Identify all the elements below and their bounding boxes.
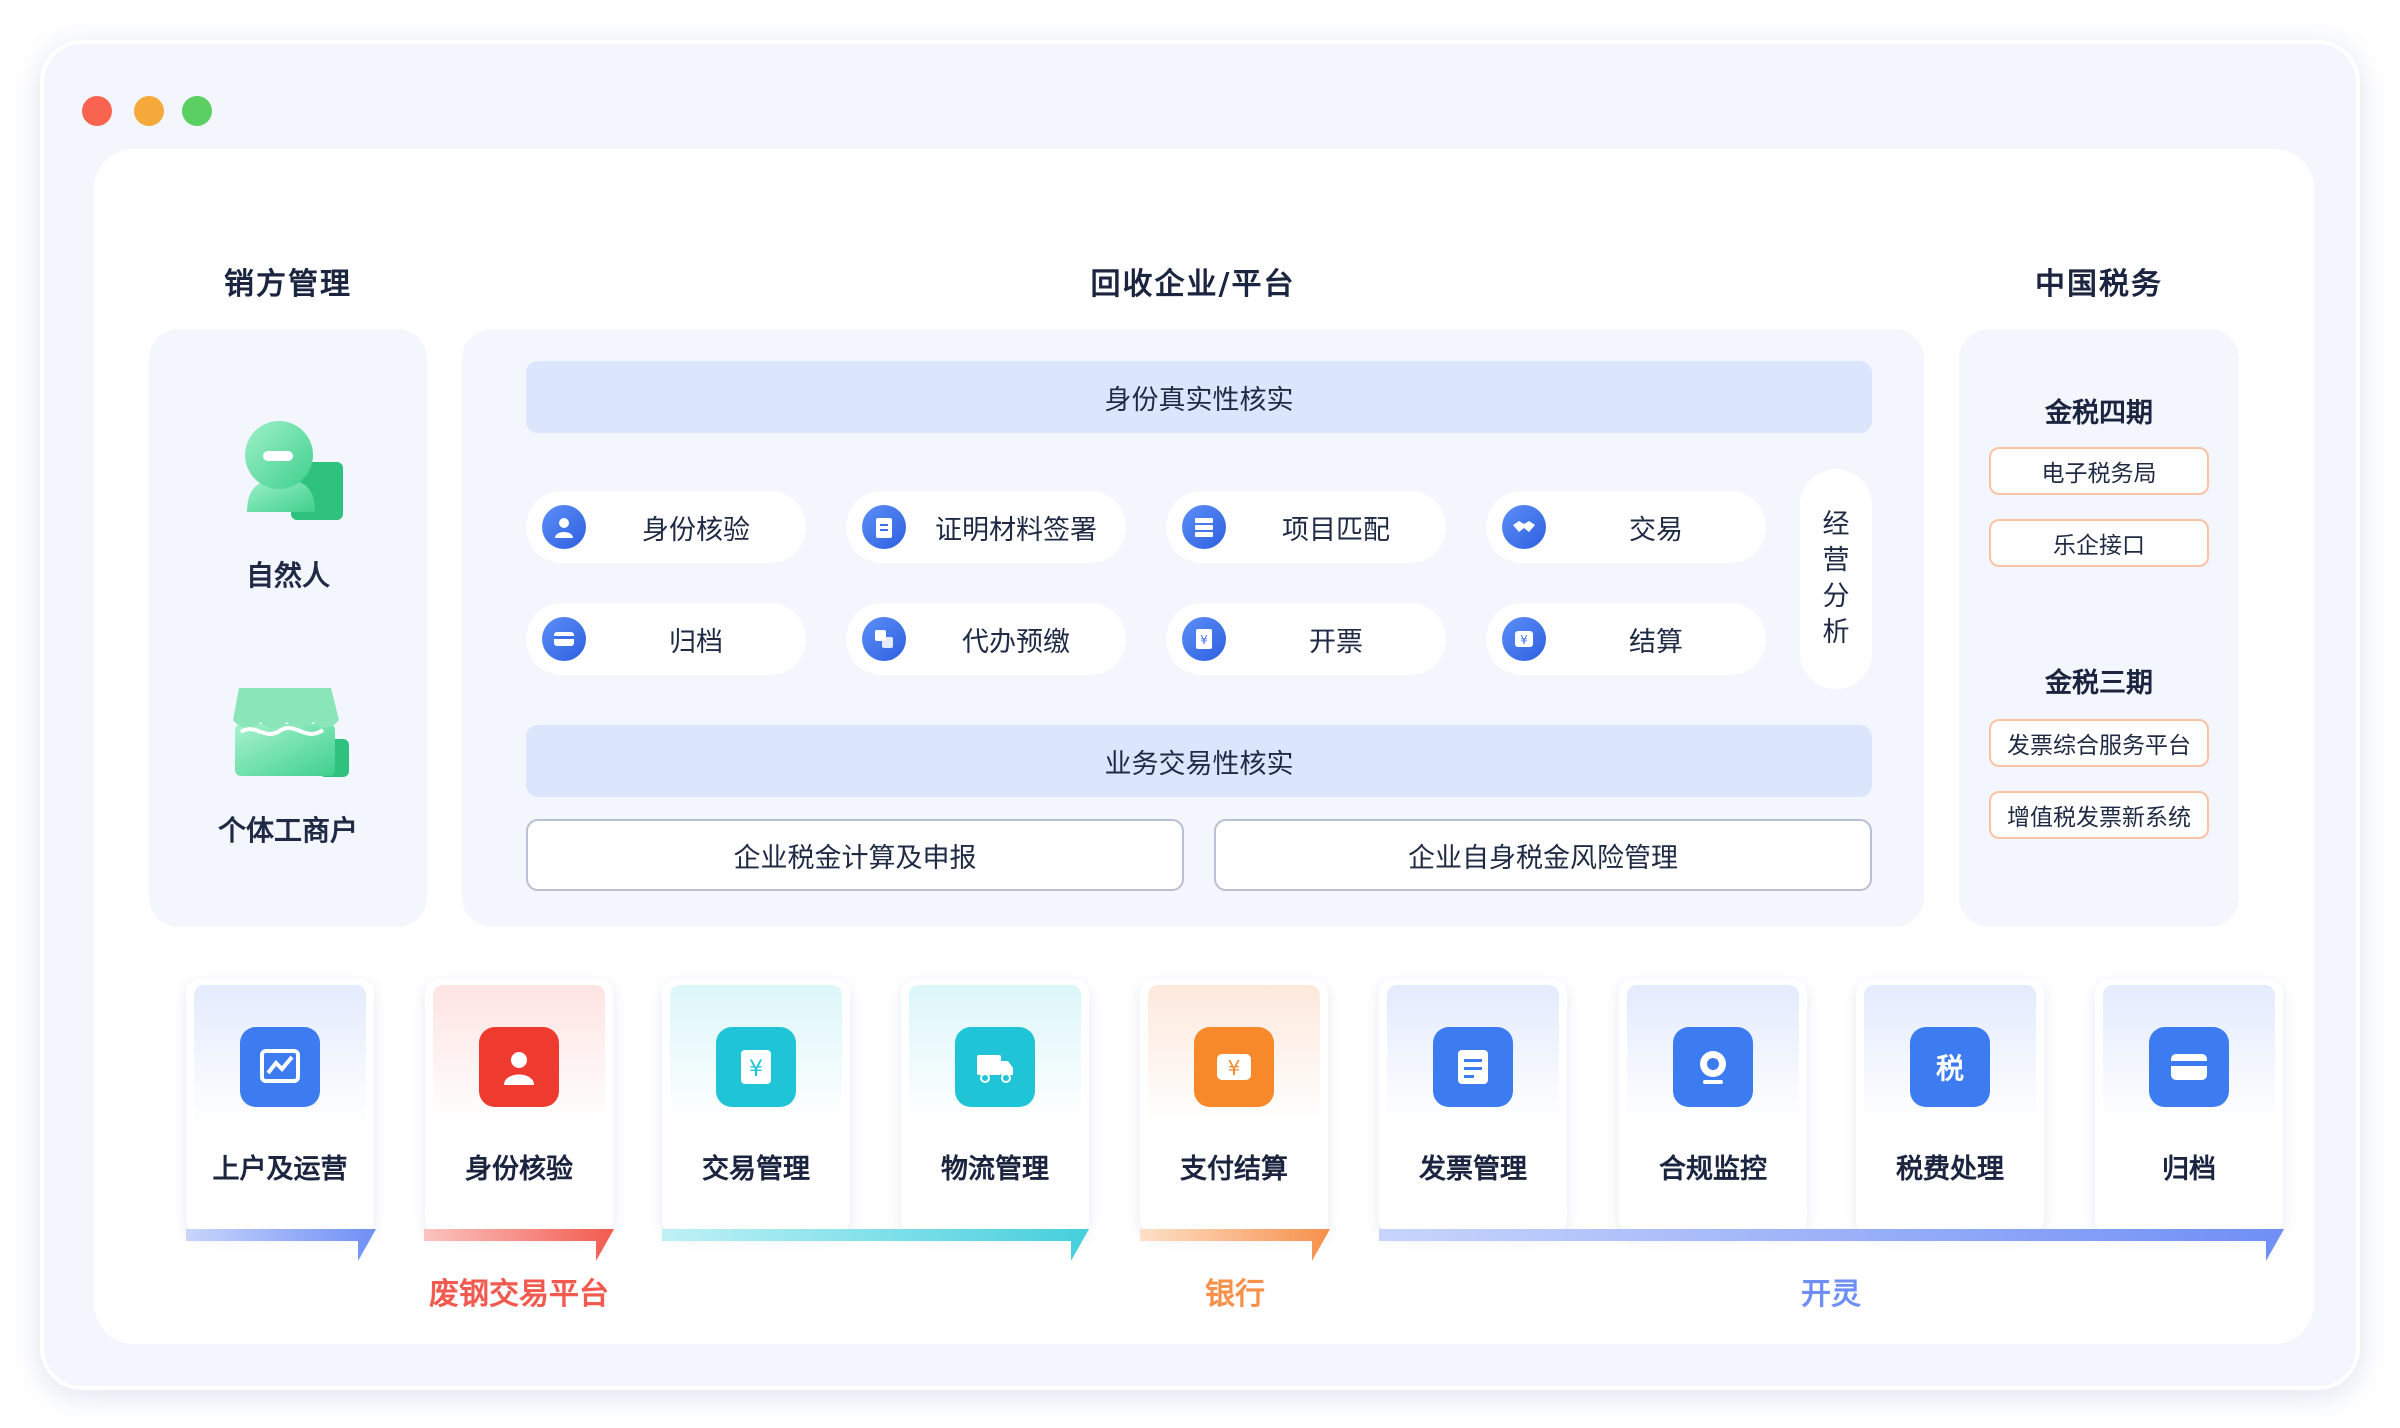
arrow-group-1	[186, 1229, 376, 1261]
svg-text:¥: ¥	[1520, 633, 1528, 647]
handshake-icon	[1502, 505, 1546, 549]
arrow-group-2	[424, 1229, 614, 1261]
tax-risk-management-button[interactable]: 企业自身税金风险管理	[1214, 819, 1872, 891]
chart-trend-icon	[240, 1027, 320, 1107]
card-label: 支付结算	[1180, 1154, 1288, 1185]
process-card[interactable]: 上户及运营	[186, 979, 374, 1234]
tax-icon: 税	[1910, 1027, 1990, 1107]
svg-text:¥: ¥	[1228, 1056, 1241, 1080]
seller-management-panel: 自然人 个体工商户	[149, 329, 427, 927]
center-column-title: 回收企业/平台	[1090, 267, 1296, 302]
truck-icon	[955, 1027, 1035, 1107]
app-window: 销方管理 回收企业/平台 中国税务 自然人	[40, 40, 2360, 1390]
process-card[interactable]: ¥ 交易管理	[662, 979, 850, 1234]
user-badge-icon	[479, 1027, 559, 1107]
card-label: 税费处理	[1896, 1154, 2004, 1185]
china-tax-panel: 金税四期 电子税务局 乐企接口 金税三期 发票综合服务平台 增值税发票新系统	[1959, 329, 2239, 927]
pill-archive[interactable]: 归档	[526, 603, 806, 675]
invoice-icon	[1433, 1027, 1513, 1107]
process-card[interactable]: 归档	[2095, 979, 2283, 1234]
arrow-group-5	[1379, 1229, 2284, 1261]
group-label-kailing: 开灵	[1801, 1277, 1861, 1312]
group-label-scrap-platform: 废钢交易平台	[429, 1277, 609, 1312]
yuan-doc-icon: ¥	[716, 1027, 796, 1107]
process-card[interactable]: 身份核验	[425, 979, 613, 1234]
clipboard-icon	[862, 505, 906, 549]
camera-icon	[1673, 1027, 1753, 1107]
pill-label: 代办预缴	[962, 626, 1070, 658]
settle-icon: ¥	[1502, 617, 1546, 661]
minimize-window-button[interactable]	[134, 96, 164, 126]
pill-label: 开票	[1309, 626, 1363, 658]
transaction-verification-bar: 业务交易性核实	[526, 725, 1872, 797]
svg-text:¥: ¥	[1200, 633, 1208, 647]
process-card[interactable]: ¥ 支付结算	[1140, 979, 1328, 1234]
pill-transaction[interactable]: 交易	[1486, 491, 1766, 563]
card-label: 合规监控	[1659, 1154, 1767, 1185]
business-analysis-pill[interactable]: 经 营 分 析	[1800, 469, 1872, 689]
card-label: 发票管理	[1419, 1154, 1527, 1185]
pill-label: 结算	[1629, 626, 1683, 658]
arrow-group-3	[662, 1229, 1089, 1261]
pill-label: 交易	[1629, 514, 1683, 546]
recycler-platform-panel: 身份真实性核实 身份核验 证明材料签署 项目匹配	[462, 329, 1924, 927]
pill-settlement[interactable]: ¥ 结算	[1486, 603, 1766, 675]
card-label: 物流管理	[941, 1154, 1049, 1185]
pill-invoicing[interactable]: ¥ 开票	[1166, 603, 1446, 675]
pill-label: 归档	[669, 626, 723, 658]
card-label: 归档	[2162, 1154, 2216, 1185]
close-window-button[interactable]	[82, 96, 112, 126]
group-label-bank: 银行	[1205, 1277, 1265, 1312]
golden-tax-phase3-title: 金税三期	[2045, 668, 2153, 699]
arrow-group-4	[1140, 1229, 1330, 1261]
card-icon	[542, 617, 586, 661]
tag-e-tax-bureau[interactable]: 电子税务局	[1989, 447, 2209, 495]
pill-prepayment[interactable]: 代办预缴	[846, 603, 1126, 675]
process-card[interactable]: 税税费处理	[1856, 979, 2044, 1234]
pill-label: 项目匹配	[1282, 514, 1390, 546]
person-icon	[245, 421, 343, 520]
identity-verification-bar: 身份真实性核实	[526, 361, 1872, 433]
tag-leqi-interface[interactable]: 乐企接口	[1989, 519, 2209, 567]
tag-invoice-service-platform[interactable]: 发票综合服务平台	[1989, 719, 2209, 767]
shop-icon	[233, 688, 349, 777]
process-card[interactable]: 物流管理	[901, 979, 1089, 1234]
invoice-icon: ¥	[1182, 617, 1226, 661]
pill-label: 身份核验	[642, 514, 750, 546]
pill-identity-check[interactable]: 身份核验	[526, 491, 806, 563]
card-icon	[2149, 1027, 2229, 1107]
pill-document-signing[interactable]: 证明材料签署	[846, 491, 1126, 563]
yuan-ticket-icon: ¥	[1194, 1027, 1274, 1107]
server-icon	[1182, 505, 1226, 549]
process-card[interactable]: 发票管理	[1379, 979, 1567, 1234]
svg-text:税: 税	[1936, 1052, 1964, 1085]
tag-vat-invoice-system[interactable]: 增值税发票新系统	[1989, 791, 2209, 839]
process-card[interactable]: 合规监控	[1619, 979, 1807, 1234]
card-label: 身份核验	[465, 1154, 573, 1185]
pill-label: 证明材料签署	[935, 514, 1097, 546]
maximize-window-button[interactable]	[182, 96, 212, 126]
individual-business-label: 个体工商户	[217, 814, 358, 847]
natural-person-label: 自然人	[245, 559, 330, 592]
main-panel: 销方管理 回收企业/平台 中国税务 自然人	[94, 149, 2314, 1344]
svg-text:¥: ¥	[749, 1057, 763, 1082]
refresh-icon	[862, 617, 906, 661]
right-column-title: 中国税务	[2035, 267, 2163, 302]
user-icon	[542, 505, 586, 549]
tax-calculation-button[interactable]: 企业税金计算及申报	[526, 819, 1184, 891]
golden-tax-phase4-title: 金税四期	[2045, 398, 2153, 429]
card-label: 上户及运营	[212, 1154, 348, 1185]
card-label: 交易管理	[702, 1154, 810, 1185]
pill-project-match[interactable]: 项目匹配	[1166, 491, 1446, 563]
left-column-title: 销方管理	[224, 267, 352, 302]
